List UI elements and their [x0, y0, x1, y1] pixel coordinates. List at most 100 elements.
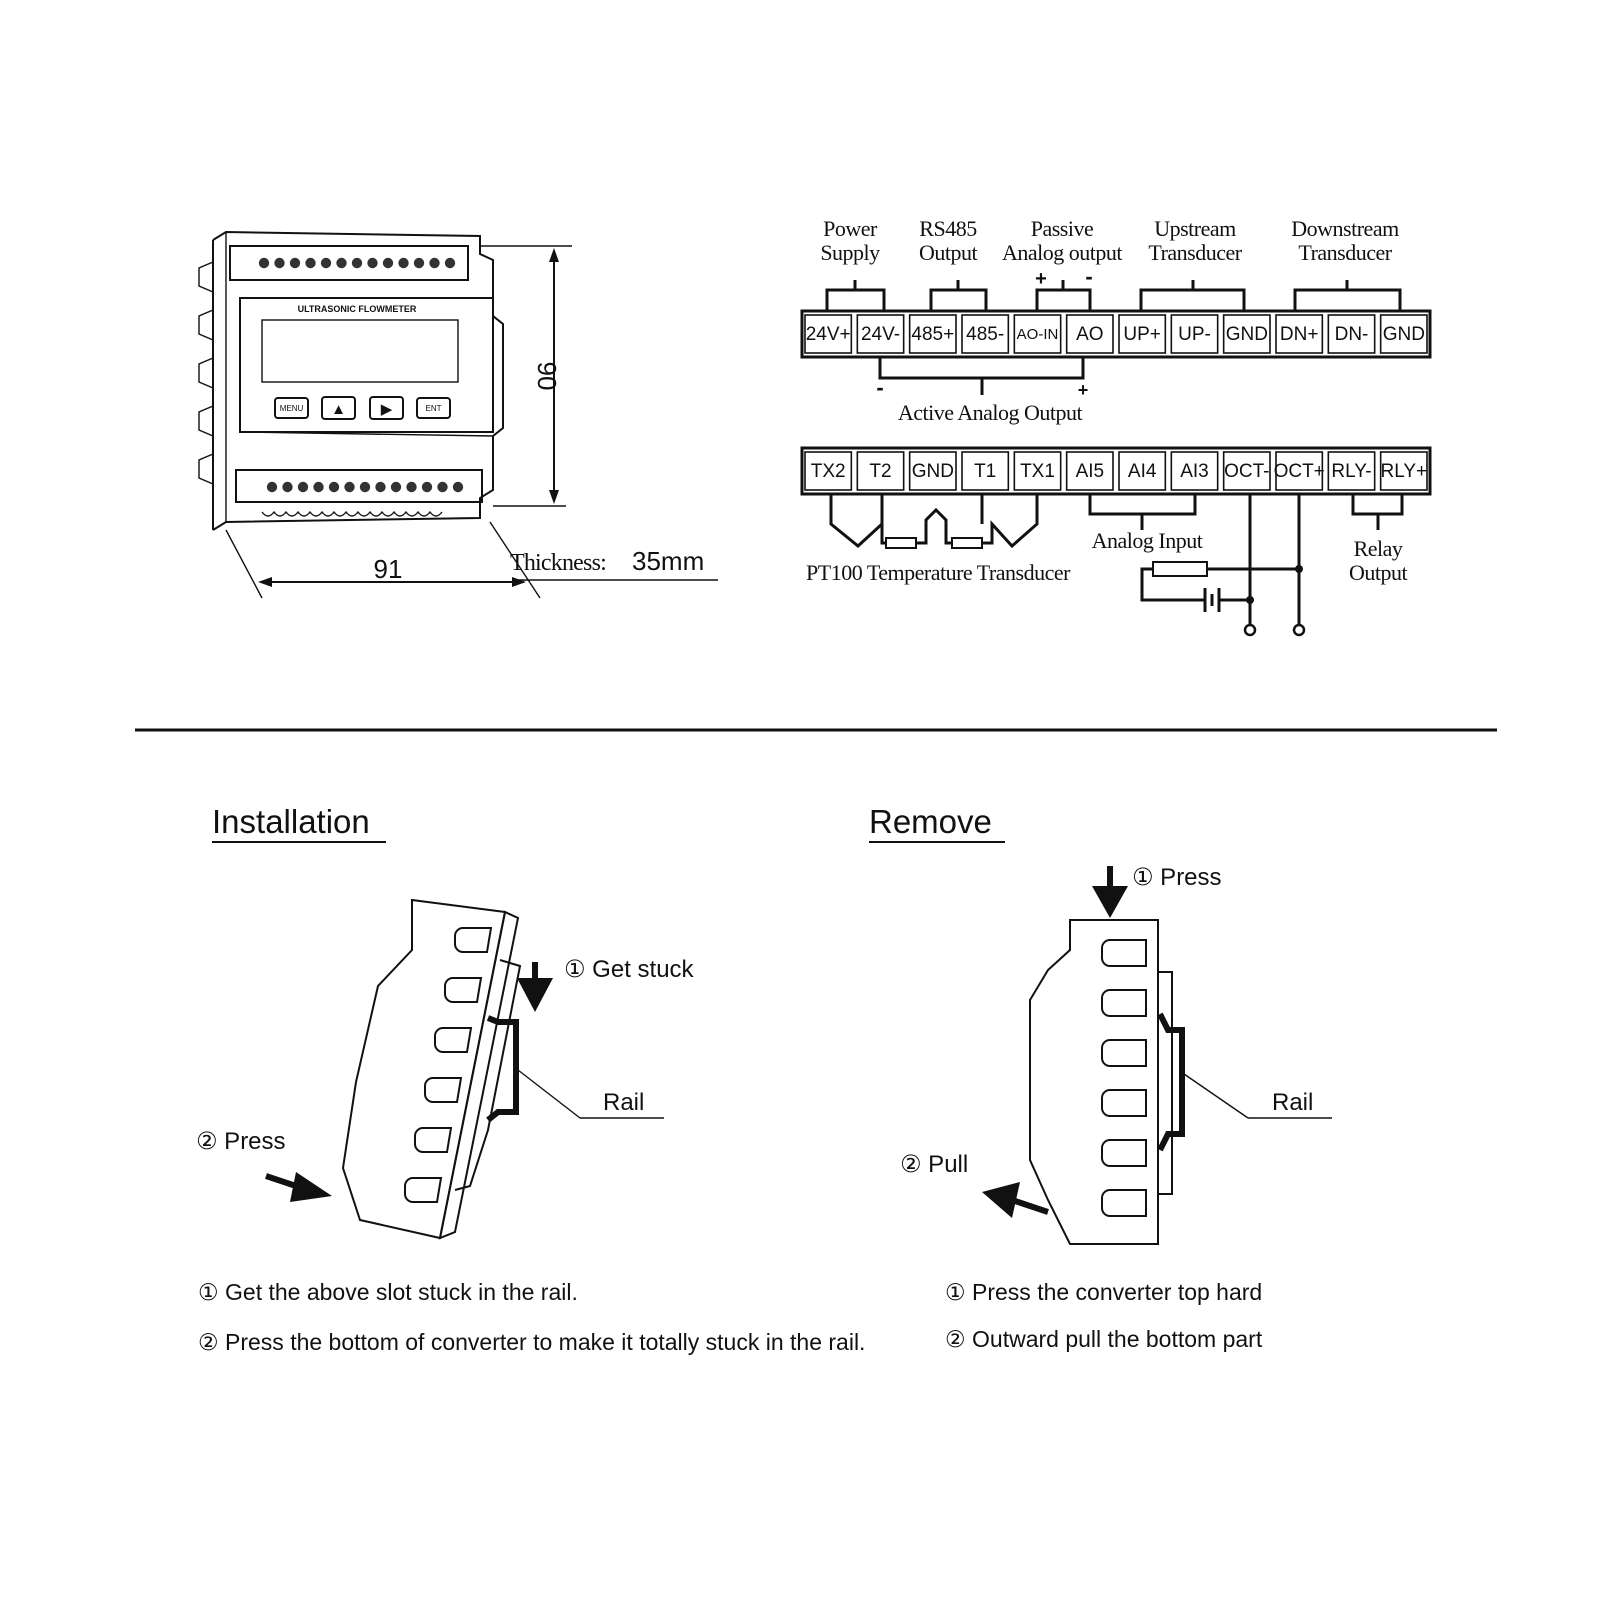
rs485-label-2: Output [919, 240, 978, 265]
bottom-terminal-block [800, 446, 1432, 496]
terminal-screw [289, 257, 301, 269]
pt100-label: PT100 Temperature Transducer [806, 560, 1071, 585]
terminal-screw [313, 481, 324, 493]
top-terminal-label: DN+ [1280, 324, 1319, 345]
bottom-terminal-label: OCT- [1224, 461, 1269, 482]
terminal-screw [398, 257, 409, 269]
passive-analog-label-2: Analog output [1002, 240, 1122, 265]
passive-analog-label-1: Passive [1031, 216, 1094, 241]
panel-buttons: MENU ▲ ▶ ENT [274, 396, 451, 420]
up-button-drawing [321, 396, 356, 420]
installation-converter-drawing [341, 898, 664, 1240]
top-terminal-box [1379, 314, 1428, 354]
terminal-screw [274, 257, 285, 269]
terminal-screw [413, 257, 425, 269]
top-terminal-box [961, 314, 1010, 354]
upstream-label-2: Transducer [1148, 240, 1242, 265]
bottom-terminal-label: RLY- [1331, 461, 1371, 482]
top-terminal-screws [258, 257, 456, 269]
terminal-screw [421, 481, 433, 493]
top-terminal-box [1275, 314, 1324, 354]
relay-label-2: Output [1349, 560, 1408, 585]
installation-step2-callout: ② Press [196, 1128, 286, 1155]
bottom-terminal-label: AI3 [1180, 461, 1209, 482]
remove-pull-arrow-icon [982, 1182, 1049, 1218]
ent-button-label: ENT [426, 404, 442, 413]
active-analog-output-label: Active Analog Output [898, 400, 1083, 425]
top-terminal-box [1118, 314, 1167, 354]
pt100-wiring [829, 494, 1039, 549]
remove-step1-callout: ① Press [1132, 864, 1222, 891]
installation-down-arrow-icon [517, 962, 553, 1012]
installation-press-arrow-icon [265, 1172, 332, 1202]
terminal-screw [367, 257, 378, 269]
top-terminal-box [1013, 314, 1062, 354]
terminal-screw [305, 257, 316, 269]
height-dimension [480, 245, 572, 507]
active-plus-sign: + [1078, 380, 1089, 400]
installation-heading: Installation [212, 803, 370, 840]
bottom-terminal-label: OCT+ [1274, 461, 1325, 482]
bottom-terminal-label: TX2 [811, 461, 846, 482]
installation-step1-text: ① Get the above slot stuck in the rail. [198, 1279, 578, 1305]
top-terminal-box [1065, 314, 1114, 354]
remove-heading: Remove [869, 803, 992, 840]
remove-step2-callout: ② Pull [900, 1151, 968, 1178]
passive-minus-sign: - [1085, 264, 1092, 289]
top-terminal-label: GND [1226, 324, 1268, 345]
terminal-screw [359, 481, 371, 493]
analog-input-bracket [1088, 494, 1197, 530]
width-dimension-value: 91 [374, 554, 403, 584]
panel-label: ULTRASONIC FLOWMETER [298, 304, 417, 314]
top-terminal-block [800, 309, 1432, 359]
bottom-terminal-box [1170, 451, 1219, 491]
terminal-screw [266, 481, 278, 493]
passive-plus-sign: + [1035, 268, 1047, 290]
bottom-terminal-box [1275, 451, 1324, 491]
bottom-terminal-box [1327, 451, 1376, 491]
remove-press-arrow-icon [1092, 866, 1128, 918]
top-terminal-box [856, 314, 905, 354]
terminal-screw [344, 481, 355, 493]
top-terminal-label: 24V- [861, 324, 900, 345]
top-row-brackets [825, 280, 1402, 311]
bottom-terminal-box [804, 451, 853, 491]
ent-button-drawing [416, 397, 451, 419]
top-terminal-label: 485- [966, 324, 1004, 345]
terminal-screw [390, 481, 402, 493]
top-terminal-box [1170, 314, 1219, 354]
bottom-terminal-label: AI5 [1076, 461, 1105, 482]
remove-rail-label: Rail [1272, 1089, 1313, 1116]
downstream-label-2: Transducer [1298, 240, 1392, 265]
installation-step1-callout: ① Get stuck [564, 956, 695, 983]
top-terminal-box [1327, 314, 1376, 354]
active-minus-sign: - [876, 375, 883, 400]
terminal-screw [437, 481, 448, 493]
downstream-label-1: Downstream [1291, 216, 1399, 241]
bottom-terminal-box [1013, 451, 1062, 491]
bottom-terminal-box [1065, 451, 1114, 491]
terminal-screw [328, 481, 340, 493]
top-terminal-box [1222, 314, 1271, 354]
terminal-screw [382, 257, 394, 269]
analog-input-label: Analog Input [1092, 528, 1203, 553]
top-terminal-box [908, 314, 957, 354]
terminal-screw [258, 257, 270, 269]
remove-step2-text: ② Outward pull the bottom part [945, 1326, 1263, 1352]
upstream-label-1: Upstream [1154, 216, 1236, 241]
thickness-label: Thickness: [510, 550, 606, 576]
terminal-screw [444, 257, 456, 269]
right-button-drawing [369, 396, 404, 420]
oct-circuit [1140, 494, 1306, 637]
bottom-terminal-box [1222, 451, 1271, 491]
terminal-screw [351, 257, 363, 269]
bottom-terminal-label: T1 [974, 461, 996, 482]
top-terminal-box [804, 314, 853, 354]
bottom-terminal-label: RLY+ [1381, 461, 1428, 482]
top-terminal-label: 24V+ [806, 324, 851, 345]
bottom-terminal-label: AI4 [1128, 461, 1157, 482]
right-arrow-icon: ▶ [381, 401, 393, 418]
relay-label-1: Relay [1354, 536, 1403, 561]
